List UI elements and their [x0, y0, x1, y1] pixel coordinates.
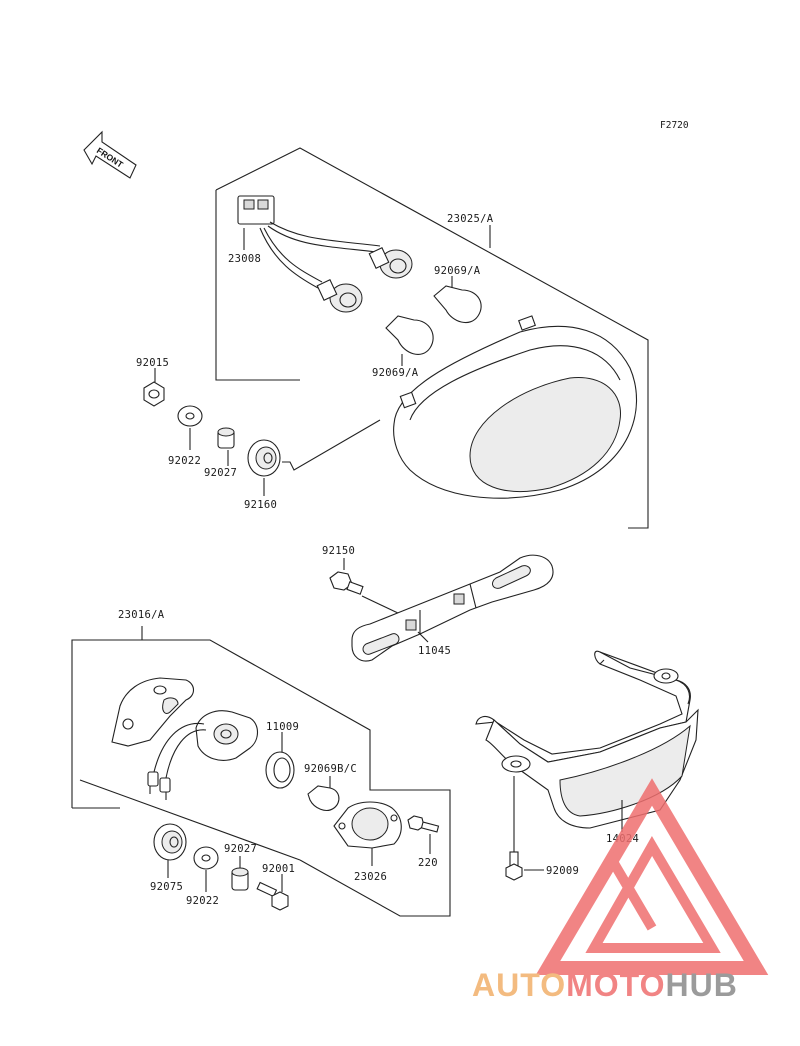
- automotohub-watermark: AUTOMOTOHUB: [472, 778, 769, 1003]
- label-23026: 23026: [354, 871, 387, 883]
- front-arrow-icon: FRONT: [83, 130, 137, 179]
- bolt-92150: [329, 571, 364, 595]
- label-92160: 92160: [244, 499, 277, 511]
- socket-lower: [316, 279, 363, 313]
- label-92150: 92150: [322, 545, 355, 557]
- nut-92015: [143, 381, 165, 407]
- screw-220: [407, 815, 440, 833]
- washer-92022-top: [177, 405, 203, 427]
- diagram-ref: F2720: [660, 120, 689, 131]
- label-23025: 23025/A: [447, 213, 494, 225]
- collar-92027-bottom: [231, 867, 249, 891]
- license-light-group-outline: [71, 626, 451, 917]
- watermark-hub: HUB: [665, 967, 737, 1003]
- leader-92160: [282, 419, 381, 471]
- grommet-92160: [247, 439, 281, 477]
- bulb-92069a-top: [433, 285, 482, 324]
- tail-light-lens: [393, 315, 638, 499]
- bolt-92001: [256, 881, 289, 911]
- license-light-bracket: [111, 677, 195, 747]
- label-92027-bottom: 92027: [224, 843, 257, 855]
- label-92069a-top: 92069/A: [434, 265, 481, 277]
- label-220: 220: [418, 857, 438, 869]
- label-92075: 92075: [150, 881, 183, 893]
- license-light-socket: [147, 710, 259, 800]
- label-92022-bottom: 92022: [186, 895, 219, 907]
- label-92001: 92001: [262, 863, 295, 875]
- connector-23008: [237, 195, 381, 289]
- label-92069bc: 92069B/C: [304, 763, 357, 775]
- label-92009: 92009: [546, 865, 579, 877]
- collar-92027-top: [217, 427, 235, 449]
- svg-text:AUTOMOTOHUB: AUTOMOTOHUB: [472, 967, 738, 1003]
- label-23016: 23016/A: [118, 609, 165, 621]
- watermark-moto: MOTO: [566, 967, 665, 1003]
- label-92022-top: 92022: [168, 455, 201, 467]
- watermark-triangle-icon: [535, 778, 769, 975]
- label-11009: 11009: [266, 721, 299, 733]
- label-92015: 92015: [136, 357, 169, 369]
- label-11045: 11045: [418, 645, 451, 657]
- license-bracket-11045: [351, 554, 554, 662]
- bulb-92069bc: [307, 785, 340, 811]
- label-23008: 23008: [228, 253, 261, 265]
- socket-upper: [368, 247, 413, 279]
- grommet-92075: [153, 823, 187, 861]
- tail-light-group-outline: [215, 147, 649, 529]
- label-92069a-bottom: 92069/A: [372, 367, 419, 379]
- label-92027-top: 92027: [204, 467, 237, 479]
- bulb-92069a-bottom: [385, 315, 434, 355]
- bolt-92009: [505, 851, 523, 881]
- gasket-11009: [265, 751, 295, 789]
- watermark-auto: AUTO: [472, 967, 566, 1003]
- license-lens-23026: [333, 801, 402, 849]
- washer-92022-bottom: [193, 846, 219, 870]
